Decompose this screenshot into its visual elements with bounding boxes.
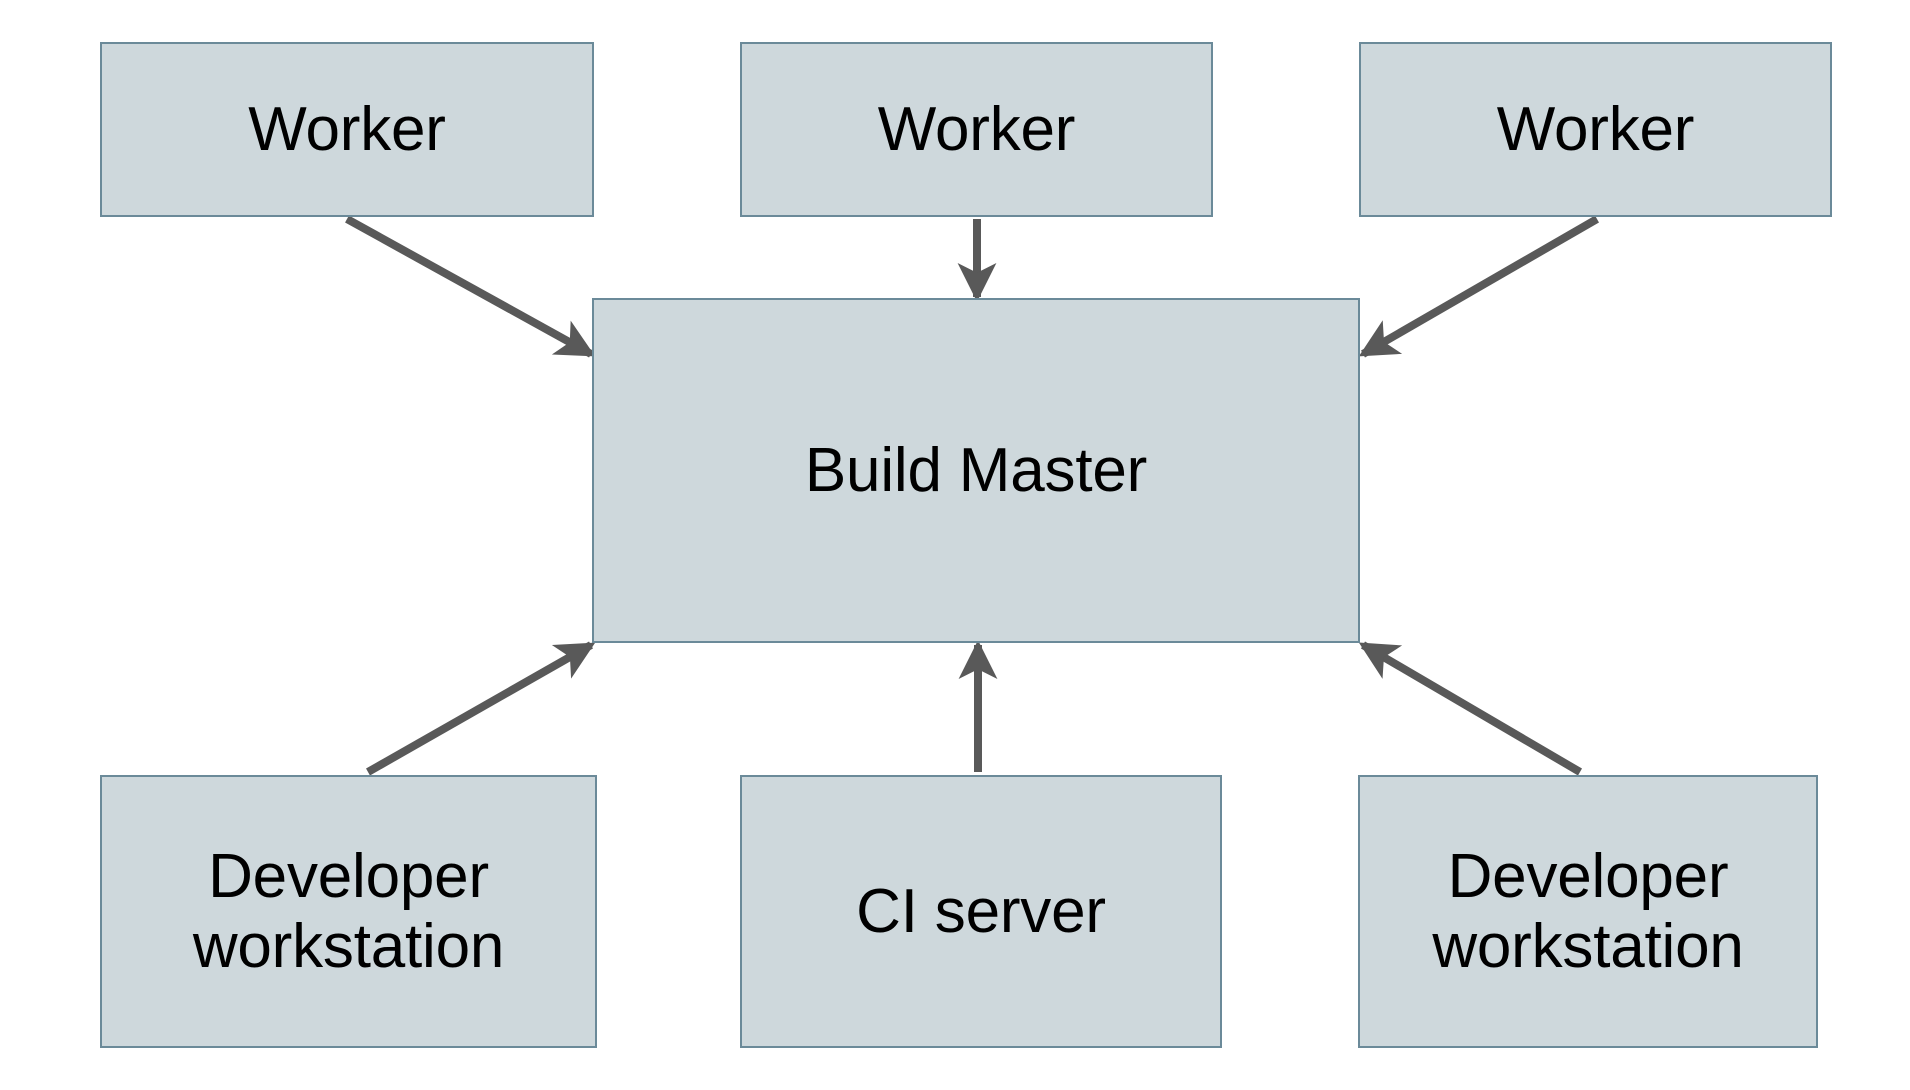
node-worker-1[interactable]: Worker xyxy=(100,42,594,217)
node-developer-workstation-right-label: Developer workstation xyxy=(1432,842,1744,981)
node-build-master[interactable]: Build Master xyxy=(592,298,1360,643)
node-build-master-label: Build Master xyxy=(804,435,1148,505)
edge-worker3-to-master xyxy=(1358,215,1599,358)
node-worker-3[interactable]: Worker xyxy=(1359,42,1832,217)
node-ci-server[interactable]: CI server xyxy=(740,775,1222,1048)
node-worker-3-label: Worker xyxy=(1496,94,1695,164)
edge-devright-to-master xyxy=(1358,641,1583,776)
node-worker-2[interactable]: Worker xyxy=(740,42,1213,217)
node-developer-workstation-left-label: Developer workstation xyxy=(192,842,505,981)
edge-devleft-to-master xyxy=(366,641,596,776)
node-worker-1-label: Worker xyxy=(248,94,446,164)
node-worker-2-label: Worker xyxy=(877,94,1076,164)
node-developer-workstation-right[interactable]: Developer workstation xyxy=(1358,775,1818,1048)
edge-worker1-to-master xyxy=(345,215,596,358)
node-ci-server-label: CI server xyxy=(856,876,1106,946)
node-developer-workstation-left[interactable]: Developer workstation xyxy=(100,775,597,1048)
